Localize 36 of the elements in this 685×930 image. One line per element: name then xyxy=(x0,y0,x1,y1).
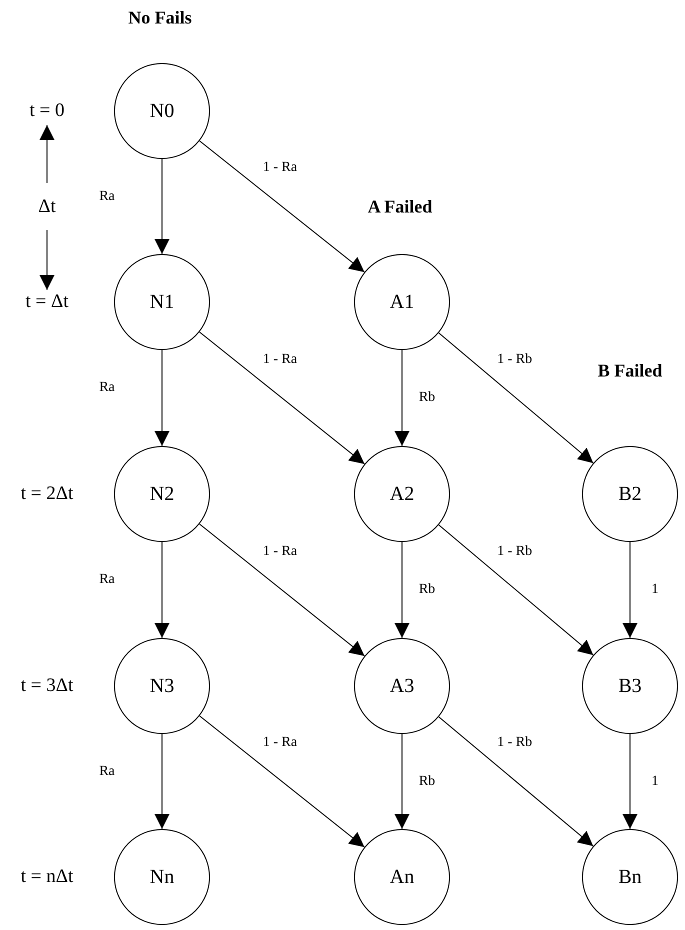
column-heading: A Failed xyxy=(368,196,432,218)
arrow xyxy=(198,331,366,465)
state-label: B2 xyxy=(618,482,642,506)
state-label: N1 xyxy=(150,290,174,314)
column-heading: B Failed xyxy=(598,360,662,382)
arrow xyxy=(154,350,170,446)
state-label: A3 xyxy=(390,674,414,698)
state-label: Nn xyxy=(150,866,174,888)
time-label: t = 3Δt xyxy=(20,675,74,697)
arrow xyxy=(622,542,638,638)
arrow xyxy=(438,332,594,464)
arrow xyxy=(154,542,170,638)
arrow xyxy=(154,734,170,830)
state-label: An xyxy=(390,866,414,888)
time-label: t = nΔt xyxy=(20,866,74,888)
arrow xyxy=(154,158,170,254)
arrow xyxy=(394,734,410,830)
time-label: t = 0 xyxy=(30,100,64,122)
arrow xyxy=(394,350,410,446)
column-heading: No Fails xyxy=(128,8,192,28)
arrow xyxy=(622,734,638,830)
state-label: N3 xyxy=(150,674,174,698)
arrow xyxy=(198,523,366,657)
state-label: B3 xyxy=(618,674,642,698)
arrow xyxy=(438,716,594,847)
arrow xyxy=(394,542,410,638)
arrow xyxy=(438,524,594,656)
time-label: t = Δt xyxy=(26,291,68,313)
state-label: A2 xyxy=(390,482,414,506)
state-label: N2 xyxy=(150,482,174,506)
time-label: t = 2Δt xyxy=(20,483,74,505)
state-label: A1 xyxy=(390,290,414,314)
arrow xyxy=(199,140,365,273)
state-label: Bn xyxy=(618,866,642,888)
time-label: Δt xyxy=(38,196,56,218)
state-label: N0 xyxy=(150,100,174,122)
